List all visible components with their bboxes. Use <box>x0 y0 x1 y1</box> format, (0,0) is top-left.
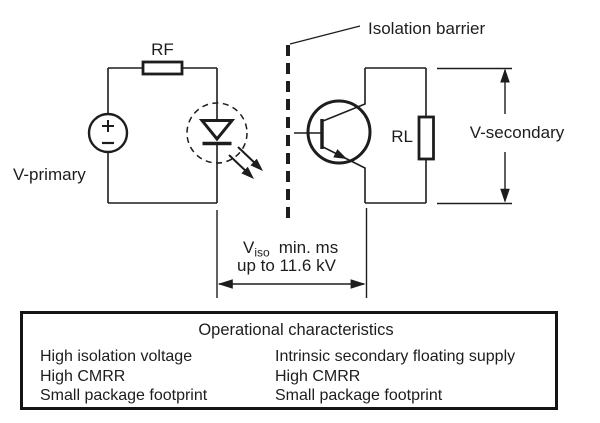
viso-value-label: up to 11.6 kV <box>237 256 337 275</box>
characteristics-title: Operational characteristics <box>198 321 394 339</box>
characteristics-right-column: Intrinsic secondary floating supply High… <box>275 347 555 406</box>
led-symbol <box>186 102 248 164</box>
arrow-right-icon <box>350 279 366 289</box>
collector-lead <box>322 68 366 122</box>
arrow-left-icon <box>217 279 233 289</box>
characteristics-left-column: High isolation voltage High CMRR Small p… <box>40 347 275 406</box>
arrow-down-icon <box>500 188 510 203</box>
characteristic-item: Intrinsic secondary floating supply <box>275 348 516 365</box>
operational-characteristics-box: Operational characteristics High isolati… <box>20 311 558 410</box>
secondary-circuit <box>365 67 427 204</box>
rl-label: RL <box>391 127 413 146</box>
characteristic-item: Small package footprint <box>40 387 208 404</box>
characteristic-item: Small package footprint <box>275 387 443 404</box>
emitter-arrowhead-icon <box>333 149 347 159</box>
v-primary-label: V-primary <box>13 165 86 184</box>
isolation-barrier-leader <box>289 25 361 45</box>
resistor-rl <box>417 115 435 161</box>
v-secondary-dimension <box>437 67 512 205</box>
arrow-up-icon <box>500 68 510 83</box>
characteristic-item: High CMRR <box>275 367 361 385</box>
phototransistor-symbol <box>294 68 372 203</box>
v-secondary-label: V-secondary <box>470 123 565 142</box>
arrowhead-icon <box>241 166 254 179</box>
rf-label: RF <box>151 40 174 59</box>
circuit-diagram: RF V-primary Isolation barrier RL <box>13 19 565 298</box>
viso-dimension <box>216 208 368 298</box>
characteristic-item: High isolation voltage <box>40 348 193 365</box>
plus-icon <box>102 120 114 132</box>
resistor-rf <box>141 60 184 76</box>
isolation-barrier-label: Isolation barrier <box>368 19 486 38</box>
characteristic-item: High CMRR <box>40 367 126 385</box>
led-triangle <box>198 119 236 142</box>
led-dashed-circle <box>186 102 248 164</box>
arrowhead-icon <box>250 158 263 171</box>
light-emission-arrows <box>228 146 263 179</box>
voltage-source-symbol <box>87 112 129 154</box>
